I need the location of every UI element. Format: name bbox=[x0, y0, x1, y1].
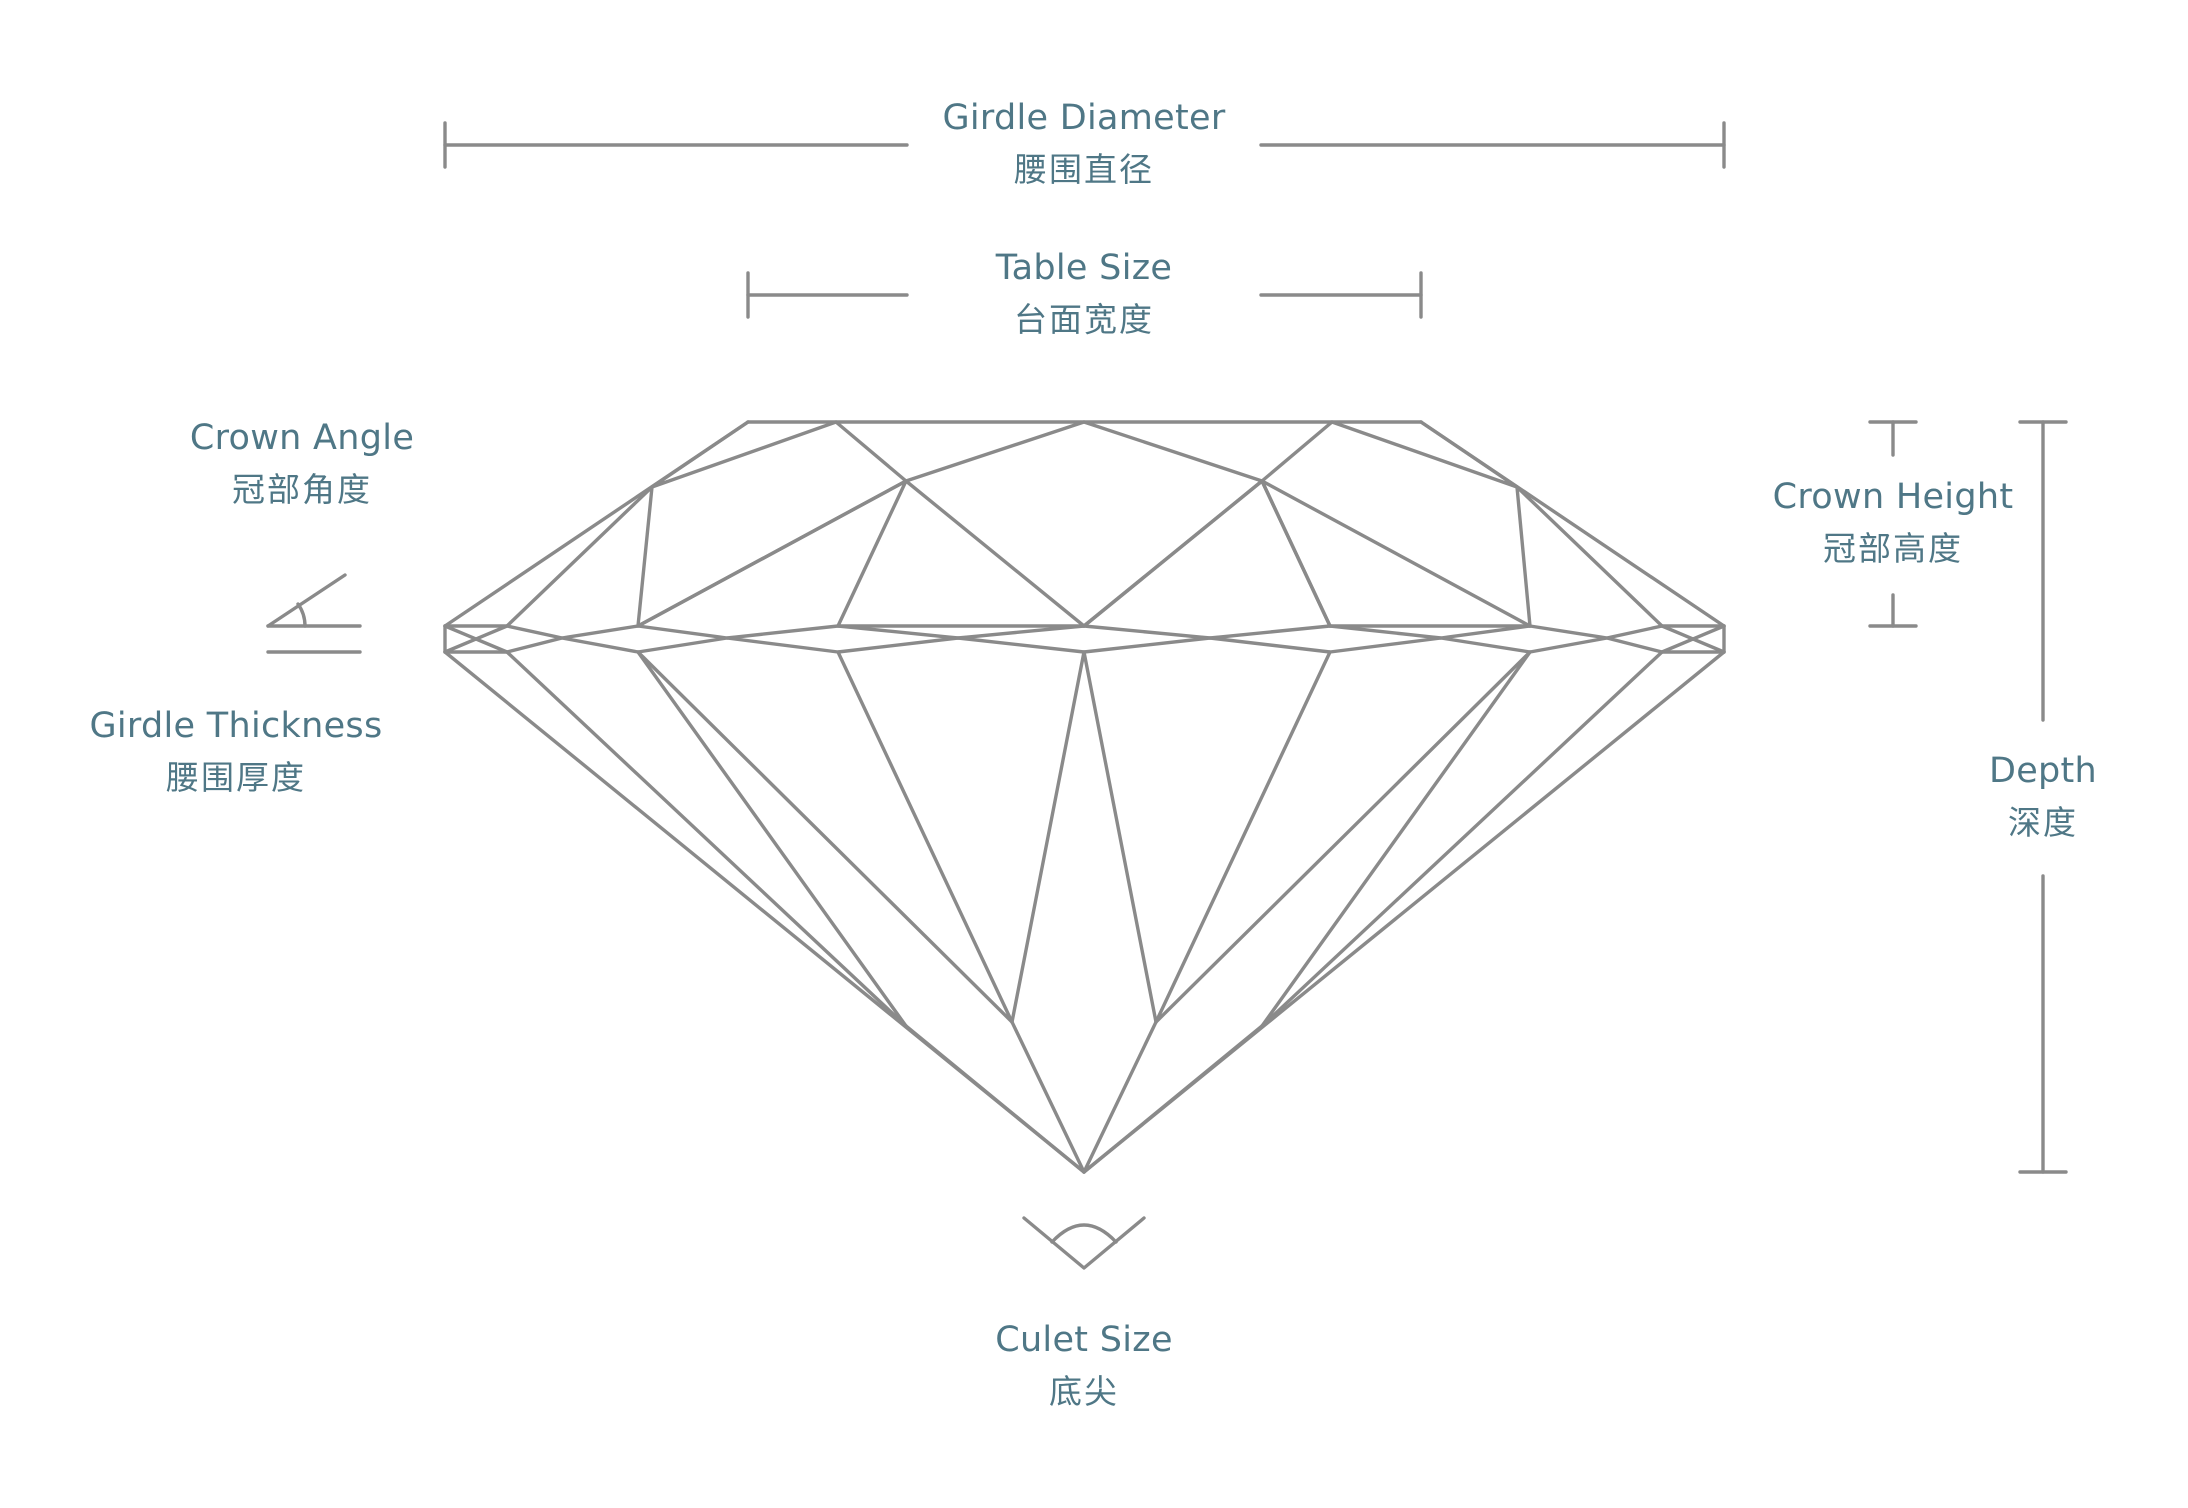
table-size-dimension bbox=[746, 271, 1423, 319]
crown-height-dimension bbox=[1868, 420, 1918, 628]
table-size-label-zh: 台面宽度 bbox=[1014, 299, 1154, 339]
girdle-thickness-label: Girdle Thickness 腰围厚度 bbox=[86, 700, 386, 802]
girdle-diameter-label-zh: 腰围直径 bbox=[1014, 149, 1154, 189]
crown-angle-icon bbox=[266, 573, 362, 628]
crown-angle-label-zh: 冠部角度 bbox=[232, 469, 372, 509]
depth-label-zh: 深度 bbox=[2008, 802, 2078, 842]
crown-height-label: Crown Height 冠部高度 bbox=[1743, 471, 2043, 573]
girdle-diameter-label-en: Girdle Diameter bbox=[942, 98, 1226, 138]
crown-angle-label-en: Crown Angle bbox=[189, 418, 415, 458]
crown-height-label-zh: 冠部高度 bbox=[1823, 528, 1963, 568]
depth-label-en: Depth bbox=[1988, 751, 2098, 791]
diamond-crown-facets bbox=[443, 420, 1726, 654]
diamond-outline bbox=[443, 420, 1726, 1174]
girdle-diameter-dimension bbox=[443, 121, 1726, 169]
girdle-diameter-label: Girdle Diameter 腰围直径 bbox=[934, 92, 1234, 194]
crown-angle-label: Crown Angle 冠部角度 bbox=[152, 412, 452, 514]
culet-size-label-en: Culet Size bbox=[995, 1320, 1173, 1360]
depth-label: Depth 深度 bbox=[1943, 745, 2143, 847]
culet-size-label: Culet Size 底尖 bbox=[934, 1314, 1234, 1416]
culet-size-label-zh: 底尖 bbox=[1049, 1371, 1119, 1411]
table-size-label: Table Size 台面宽度 bbox=[934, 242, 1234, 344]
table-size-label-en: Table Size bbox=[995, 248, 1173, 288]
girdle-thickness-label-en: Girdle Thickness bbox=[89, 706, 383, 746]
depth-dimension bbox=[2018, 420, 2068, 1174]
crown-height-label-en: Crown Height bbox=[1772, 477, 2014, 517]
diamond-pavilion-facets bbox=[505, 650, 1664, 1174]
culet-icon bbox=[1022, 1216, 1146, 1270]
girdle-thickness-label-zh: 腰围厚度 bbox=[166, 757, 306, 797]
